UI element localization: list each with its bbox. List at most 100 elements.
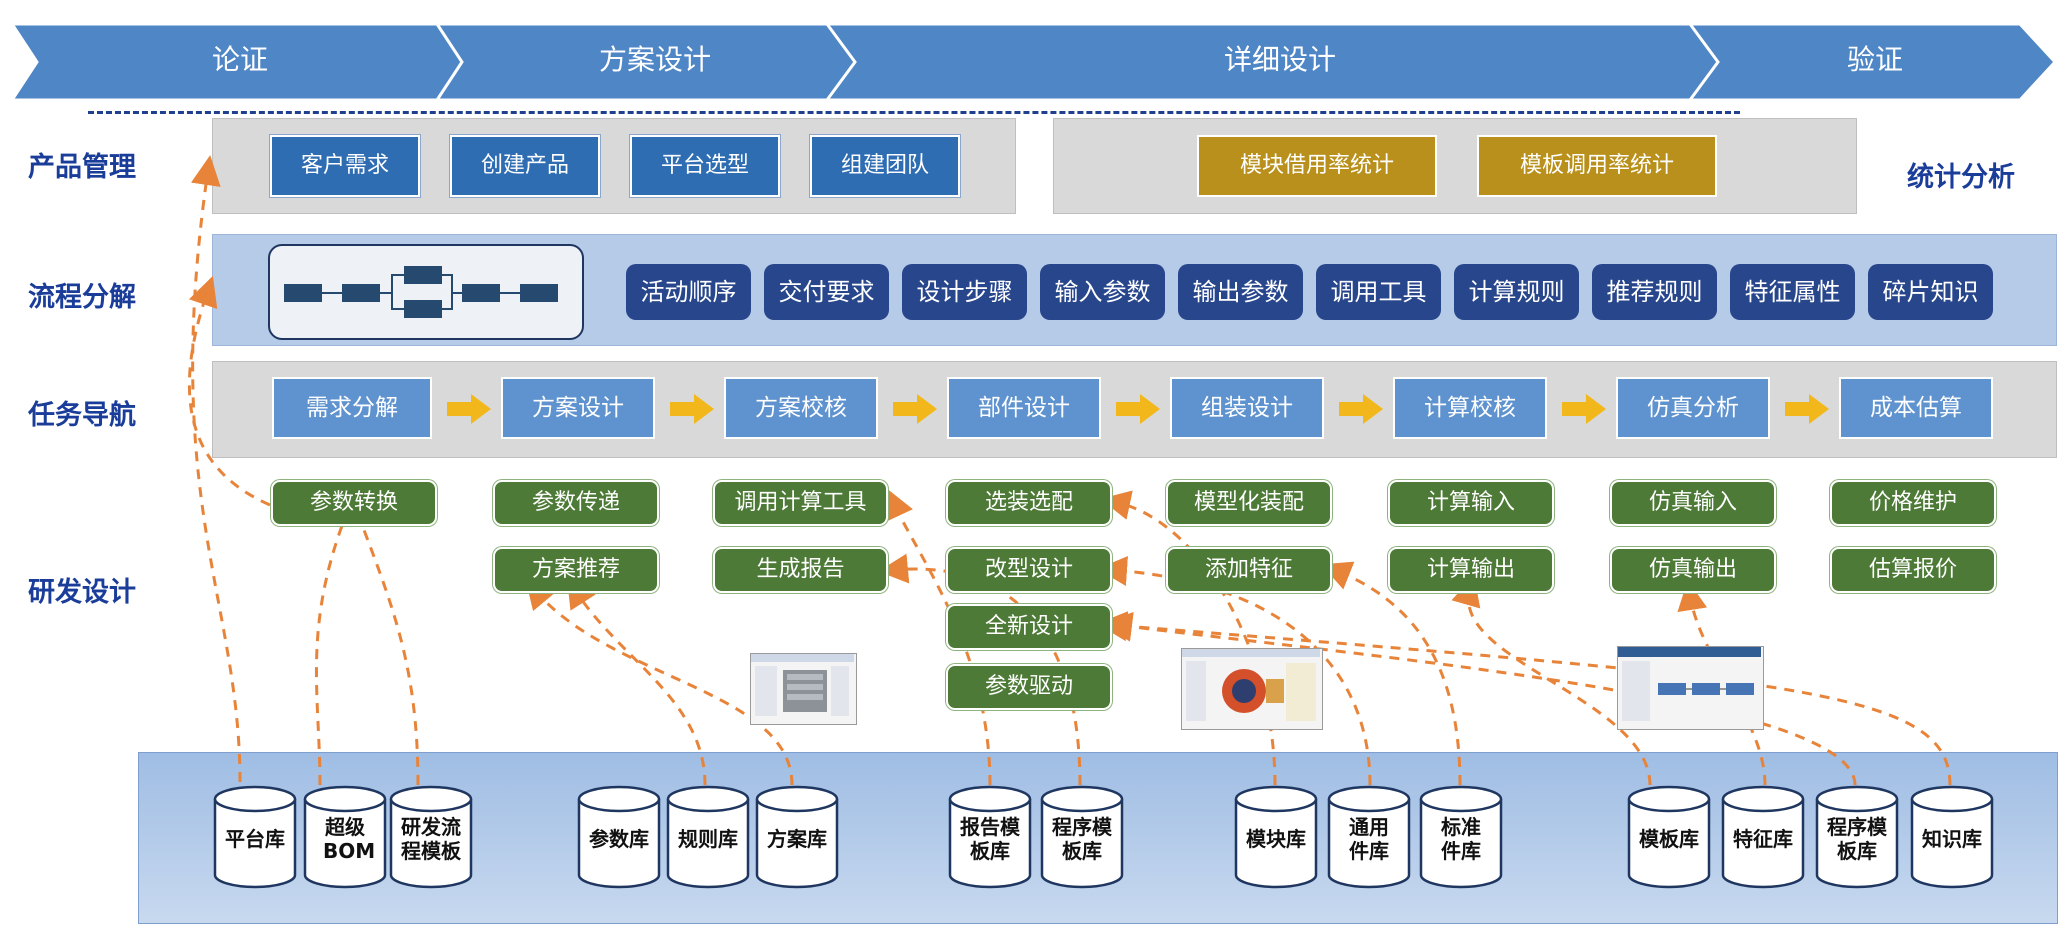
database-icon (303, 785, 387, 889)
database-cylinder[interactable]: 规则库 (666, 785, 750, 889)
design-item[interactable]: 参数驱动 (946, 664, 1112, 710)
database-cylinder[interactable]: 平台库 (213, 785, 297, 889)
software-screenshot-thumbnail (1617, 646, 1764, 730)
design-item[interactable]: 仿真输出 (1610, 547, 1776, 593)
design-item[interactable]: 选装选配 (946, 480, 1112, 526)
design-item[interactable]: 参数转换 (271, 480, 437, 526)
arrow-right-icon (670, 394, 714, 424)
design-item[interactable]: 模型化装配 (1166, 480, 1332, 526)
database-cylinder[interactable]: 标准件库 (1419, 785, 1503, 889)
arrow-right-icon (1785, 394, 1829, 424)
database-cylinder[interactable]: 方案库 (755, 785, 839, 889)
task-item[interactable]: 组装设计 (1170, 377, 1324, 439)
database-cylinder[interactable]: 超级BOM (303, 785, 387, 889)
database-icon (1815, 785, 1899, 889)
process-item[interactable]: 碎片知识 (1868, 264, 1993, 320)
process-item[interactable]: 活动顺序 (626, 264, 751, 320)
arrow-right-icon (1339, 394, 1383, 424)
task-item[interactable]: 方案设计 (501, 377, 655, 439)
process-item[interactable]: 推荐规则 (1592, 264, 1717, 320)
connector-arrow (341, 478, 420, 786)
product-mgmt-item[interactable]: 组建团队 (810, 135, 960, 197)
connector-arrow (525, 578, 794, 786)
connector-arrow (1451, 575, 1652, 786)
task-item[interactable]: 成本估算 (1839, 377, 1993, 439)
process-flow-icon (284, 266, 558, 318)
database-icon (1040, 785, 1124, 889)
arrow-right-icon (893, 394, 937, 424)
design-item[interactable]: 计算输出 (1388, 547, 1554, 593)
process-item[interactable]: 输入参数 (1040, 264, 1165, 320)
connector-arrow (1097, 611, 1952, 786)
database-icon (755, 785, 839, 889)
database-cylinder[interactable]: 报告模板库 (948, 785, 1032, 889)
design-item[interactable]: 添加特征 (1166, 547, 1332, 593)
database-icon (1627, 785, 1711, 889)
task-item[interactable]: 仿真分析 (1616, 377, 1770, 439)
row-label-task-nav: 任务导航 (28, 400, 136, 431)
database-cylinder[interactable]: 模板库 (1627, 785, 1711, 889)
connector-arrow (566, 577, 707, 786)
arrow-right-icon (1116, 394, 1160, 424)
task-item[interactable]: 需求分解 (272, 377, 432, 439)
database-cylinder[interactable]: 特征库 (1721, 785, 1805, 889)
product-mgmt-item[interactable]: 平台选型 (630, 135, 780, 197)
row-label-product-mgmt: 产品管理 (28, 152, 136, 183)
phase-chevron-bar (9, 22, 2058, 102)
process-flow-diagram (268, 244, 584, 340)
database-icon (948, 785, 1032, 889)
row-label-stats: 统计分析 (1907, 162, 2015, 193)
design-item[interactable]: 全新设计 (946, 604, 1112, 650)
design-item[interactable]: 计算输入 (1388, 480, 1554, 526)
process-item[interactable]: 特征属性 (1730, 264, 1855, 320)
process-item[interactable]: 调用工具 (1316, 264, 1441, 320)
database-icon (577, 785, 661, 889)
design-item[interactable]: 调用计算工具 (713, 480, 888, 526)
database-cylinder[interactable]: 模块库 (1234, 785, 1318, 889)
task-item[interactable]: 计算校核 (1393, 377, 1547, 439)
design-item[interactable]: 估算报价 (1830, 547, 1996, 593)
connector-arrow (1321, 561, 1462, 786)
product-mgmt-item[interactable]: 客户需求 (270, 135, 420, 197)
database-cylinder[interactable]: 知识库 (1910, 785, 1994, 889)
connector-arrow (188, 275, 271, 507)
connector-arrow (191, 155, 242, 783)
database-icon (389, 785, 473, 889)
database-cylinder[interactable]: 参数库 (577, 785, 661, 889)
design-item[interactable]: 方案推荐 (493, 547, 659, 593)
phase-chevron-4 (1687, 22, 2058, 102)
phase-label-1: 论证 (211, 43, 268, 76)
database-cylinder[interactable]: 程序模板库 (1040, 785, 1124, 889)
row-label-rd-design: 研发设计 (28, 577, 136, 608)
design-item[interactable]: 仿真输入 (1610, 480, 1776, 526)
phase-label-3: 详细设计 (1223, 43, 1336, 76)
process-item[interactable]: 计算规则 (1454, 264, 1579, 320)
row-label-process: 流程分解 (28, 282, 136, 313)
arrow-right-icon (447, 394, 491, 424)
connector-arrow (885, 488, 992, 786)
stats-panel (1053, 118, 1857, 214)
connector-arrow (1100, 490, 1277, 786)
product-mgmt-item[interactable]: 创建产品 (450, 135, 600, 197)
process-item[interactable]: 输出参数 (1178, 264, 1303, 320)
stats-item[interactable]: 模块借用率统计 (1197, 135, 1437, 197)
database-icon (213, 785, 297, 889)
database-cylinder[interactable]: 研发流程模板 (389, 785, 473, 889)
design-item[interactable]: 参数传递 (493, 480, 659, 526)
connector-arrow (314, 479, 363, 786)
design-item[interactable]: 改型设计 (946, 547, 1112, 593)
connector-arrow (1677, 580, 1767, 786)
stats-item[interactable]: 模板调用率统计 (1477, 135, 1717, 197)
software-screenshot-thumbnail (750, 653, 857, 725)
database-cylinder[interactable]: 程序模板库 (1815, 785, 1899, 889)
process-item[interactable]: 交付要求 (764, 264, 889, 320)
process-item[interactable]: 设计步骤 (902, 264, 1027, 320)
design-item[interactable]: 生成报告 (713, 547, 888, 593)
task-item[interactable]: 方案校核 (724, 377, 878, 439)
database-icon (1910, 785, 1994, 889)
database-cylinder[interactable]: 通用件库 (1327, 785, 1411, 889)
phase-label-2: 方案设计 (598, 43, 711, 76)
design-item[interactable]: 价格维护 (1830, 480, 1996, 526)
task-item[interactable]: 部件设计 (947, 377, 1101, 439)
